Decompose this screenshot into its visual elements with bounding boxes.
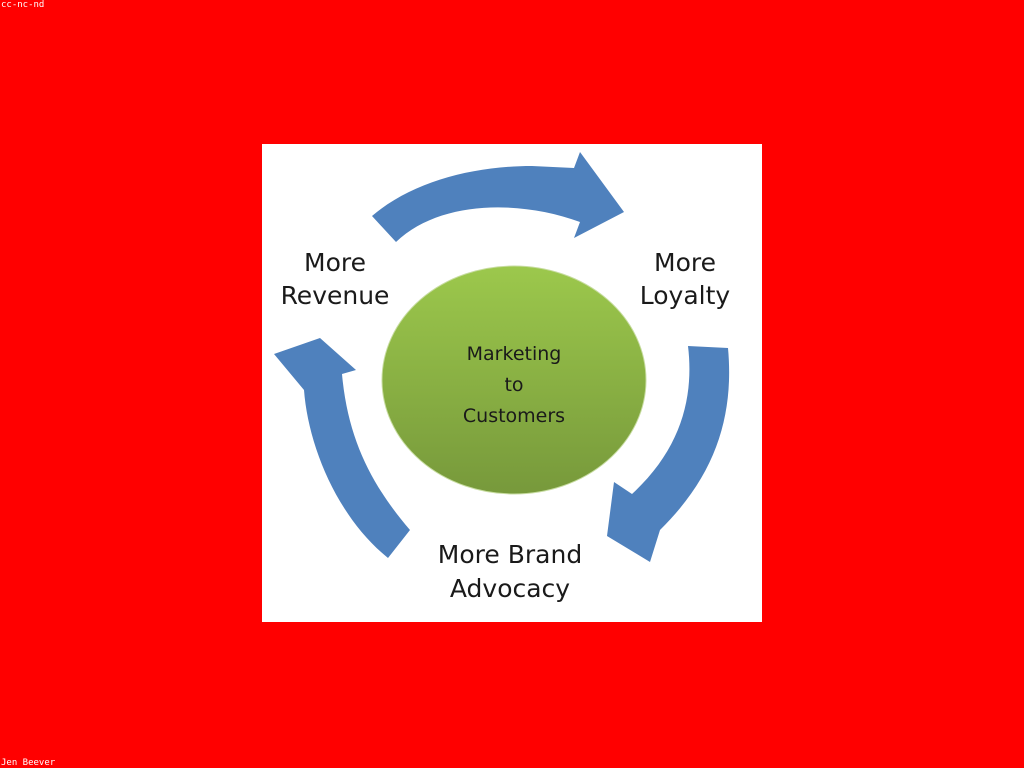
arrow-right-icon [372, 152, 624, 242]
node-advocacy-line1: More Brand [438, 540, 582, 569]
arrow-up-icon [274, 338, 410, 558]
node-loyalty-line1: More [654, 248, 716, 277]
center-label-line1: Marketing [467, 343, 562, 365]
center-label-line2: to [504, 374, 523, 396]
node-revenue-line1: More [304, 248, 366, 277]
node-advocacy-line2: Advocacy [450, 574, 570, 603]
cycle-diagram: Marketing to Customers More Revenue More… [274, 152, 731, 603]
center-label-line3: Customers [463, 405, 565, 427]
node-revenue-line2: Revenue [281, 281, 390, 310]
diagram-card: Marketing to Customers More Revenue More… [262, 144, 762, 622]
license-label: cc-nc-nd [1, 0, 45, 10]
center-circle [381, 265, 647, 495]
author-credit: Jen Beever [1, 758, 56, 768]
node-loyalty-line2: Loyalty [640, 281, 731, 310]
arrow-down-icon [607, 346, 730, 562]
